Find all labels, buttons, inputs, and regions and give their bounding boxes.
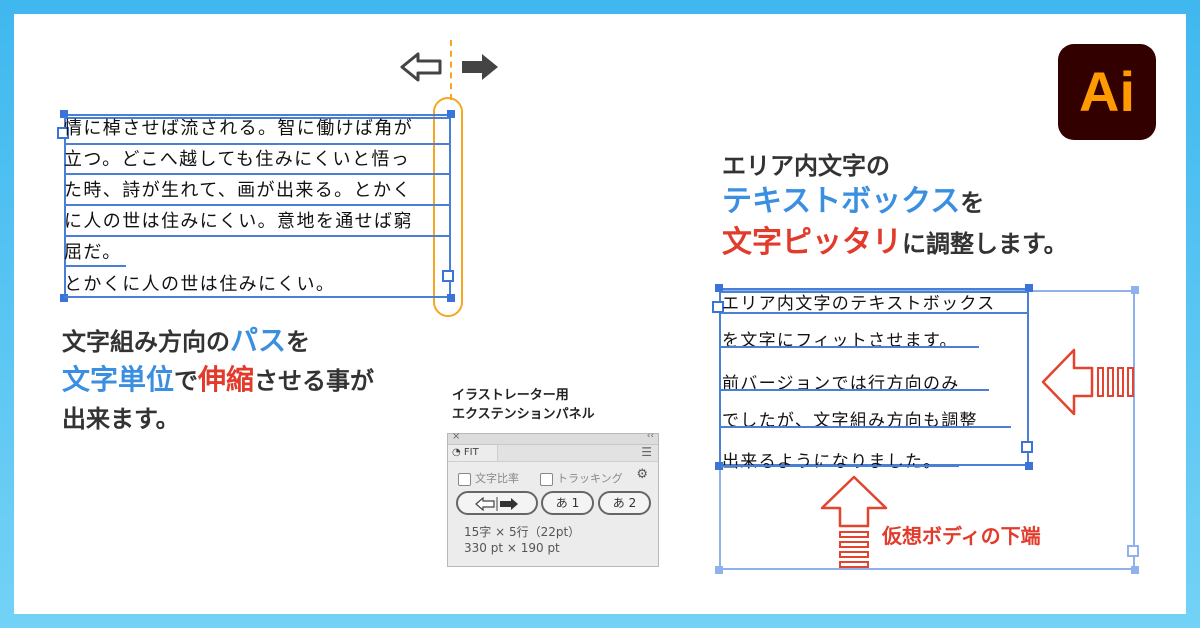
left-arrow-outline-icon <box>400 52 442 82</box>
selection-handle[interactable] <box>1131 286 1139 294</box>
fit-tab-icon: ◔ <box>452 447 464 458</box>
left-text-line: 情に棹させば流される。智に働けば角が <box>64 118 414 139</box>
panel-info-size: 330 pt × 190 pt <box>464 541 560 555</box>
left-text-frame[interactable] <box>64 114 451 298</box>
text-baseline <box>64 265 126 267</box>
selection-handle[interactable] <box>715 462 723 470</box>
check-aspect-label: 文字比率 <box>475 472 519 485</box>
out-port-handle[interactable] <box>442 270 454 282</box>
panel-info-chars: 15字 × 5行（22pt） <box>464 525 581 539</box>
check-tracking-label: トラッキング <box>557 472 623 485</box>
left-red-arrow-icon <box>1041 348 1134 416</box>
text-baseline <box>64 204 449 206</box>
text-baseline <box>721 291 1029 293</box>
text-baseline <box>721 465 959 467</box>
text-baseline <box>64 173 449 175</box>
left-text-line: とかくに人の世は住みにくい。 <box>64 274 336 295</box>
panel-title-line1: イラストレーター用 <box>452 388 569 403</box>
caption-text: で <box>174 367 199 395</box>
in-port-handle[interactable] <box>57 127 69 139</box>
vertical-guide-dash <box>450 40 452 100</box>
text-baseline <box>64 296 354 298</box>
selection-handle[interactable] <box>60 294 68 302</box>
selection-handle[interactable] <box>447 110 455 118</box>
fit-arrows-icon <box>475 496 518 511</box>
caption-highlight: パス <box>230 324 287 357</box>
menu-icon[interactable]: ☰ <box>641 445 652 459</box>
caption-text: させる事が <box>254 367 375 395</box>
selection-handle[interactable] <box>1025 462 1033 470</box>
caption-highlight: 文字単位 <box>62 363 175 396</box>
text-baseline <box>64 235 449 237</box>
selection-handle[interactable] <box>447 294 455 302</box>
text-baseline <box>64 117 449 119</box>
caption-text: 文字組み方向の <box>62 328 230 356</box>
left-text-line: た時、詩が生れて、画が出来る。とかく <box>64 180 412 201</box>
tab-fit[interactable]: ◔ FIT <box>448 445 498 461</box>
out-port-handle[interactable] <box>1127 545 1139 557</box>
left-text-line: に人の世は住みにくい。意地を通せば窮 <box>64 211 413 232</box>
right-arrow-solid-icon <box>462 54 498 80</box>
heading-highlight: 文字ピッタリ <box>722 225 902 260</box>
selection-handle[interactable] <box>1131 566 1139 574</box>
check-aspect-row[interactable]: 文字比率 <box>458 470 519 486</box>
fit-char-button-2[interactable]: あ 2 <box>598 491 651 515</box>
caption-text: を <box>286 328 311 356</box>
heading-text: に調整します。 <box>902 230 1068 258</box>
up-red-arrow-icon <box>820 475 888 568</box>
right-heading: エリア内文字の テキストボックスを 文字ピッタリに調整します。 <box>722 150 1068 264</box>
gear-icon[interactable]: ⚙ <box>636 467 648 482</box>
heading-line1: エリア内文字の <box>722 152 890 180</box>
orange-highlight-pill <box>433 97 463 317</box>
out-port-handle[interactable] <box>1021 441 1033 453</box>
checkbox[interactable] <box>540 472 553 486</box>
fit-char-button-1[interactable]: あ 1 <box>541 491 594 515</box>
fit-extension-panel: × ‹‹ ◔ FIT ☰ 文字比率 トラッキング ⚙ あ 1 あ 2 15字 ×… <box>447 431 659 567</box>
panel-tabbar: ◔ FIT ☰ <box>448 445 658 462</box>
caption-highlight: 伸縮 <box>198 363 255 396</box>
text-baseline <box>64 143 449 145</box>
text-baseline <box>721 426 1011 428</box>
selection-handle[interactable] <box>1025 284 1033 292</box>
panel-title-line2: エクステンションパネル <box>452 407 595 422</box>
selection-handle[interactable] <box>715 566 723 574</box>
panel-topbar: × ‹‹ <box>448 431 658 445</box>
text-baseline <box>721 312 1029 314</box>
in-port-handle[interactable] <box>712 301 724 313</box>
fit-path-button[interactable] <box>456 491 538 515</box>
selection-handle[interactable] <box>715 284 723 292</box>
text-baseline <box>721 346 979 348</box>
left-caption: 文字組み方向のパスを 文字単位で伸縮させる事が 出来ます。 <box>62 322 374 438</box>
panel-title: イラストレーター用 エクステンションパネル <box>452 386 595 424</box>
text-baseline <box>721 389 989 391</box>
virtual-body-caption: 仮想ボディの下端 <box>882 524 1041 548</box>
right-text-line: エリア内文字のテキストボックス <box>722 294 996 314</box>
right-text-line: 出来るようになりました。 <box>722 452 942 472</box>
left-text-line: 立つ。どこへ越しても住みにくいと悟っ <box>64 149 411 170</box>
close-icon[interactable]: × <box>452 431 461 442</box>
collapse-icon[interactable]: ‹‹ <box>646 431 654 441</box>
heading-highlight: テキストボックス <box>722 184 961 219</box>
checkbox[interactable] <box>458 472 471 486</box>
fit-tab-label: FIT <box>463 447 479 458</box>
heading-text: を <box>960 189 985 217</box>
check-tracking-row[interactable]: トラッキング <box>540 470 623 486</box>
left-text-line: 屈だ。 <box>64 242 122 263</box>
selection-handle[interactable] <box>60 110 68 118</box>
illustrator-logo: Ai <box>1058 44 1156 140</box>
caption-text: 出来ます。 <box>62 405 180 433</box>
